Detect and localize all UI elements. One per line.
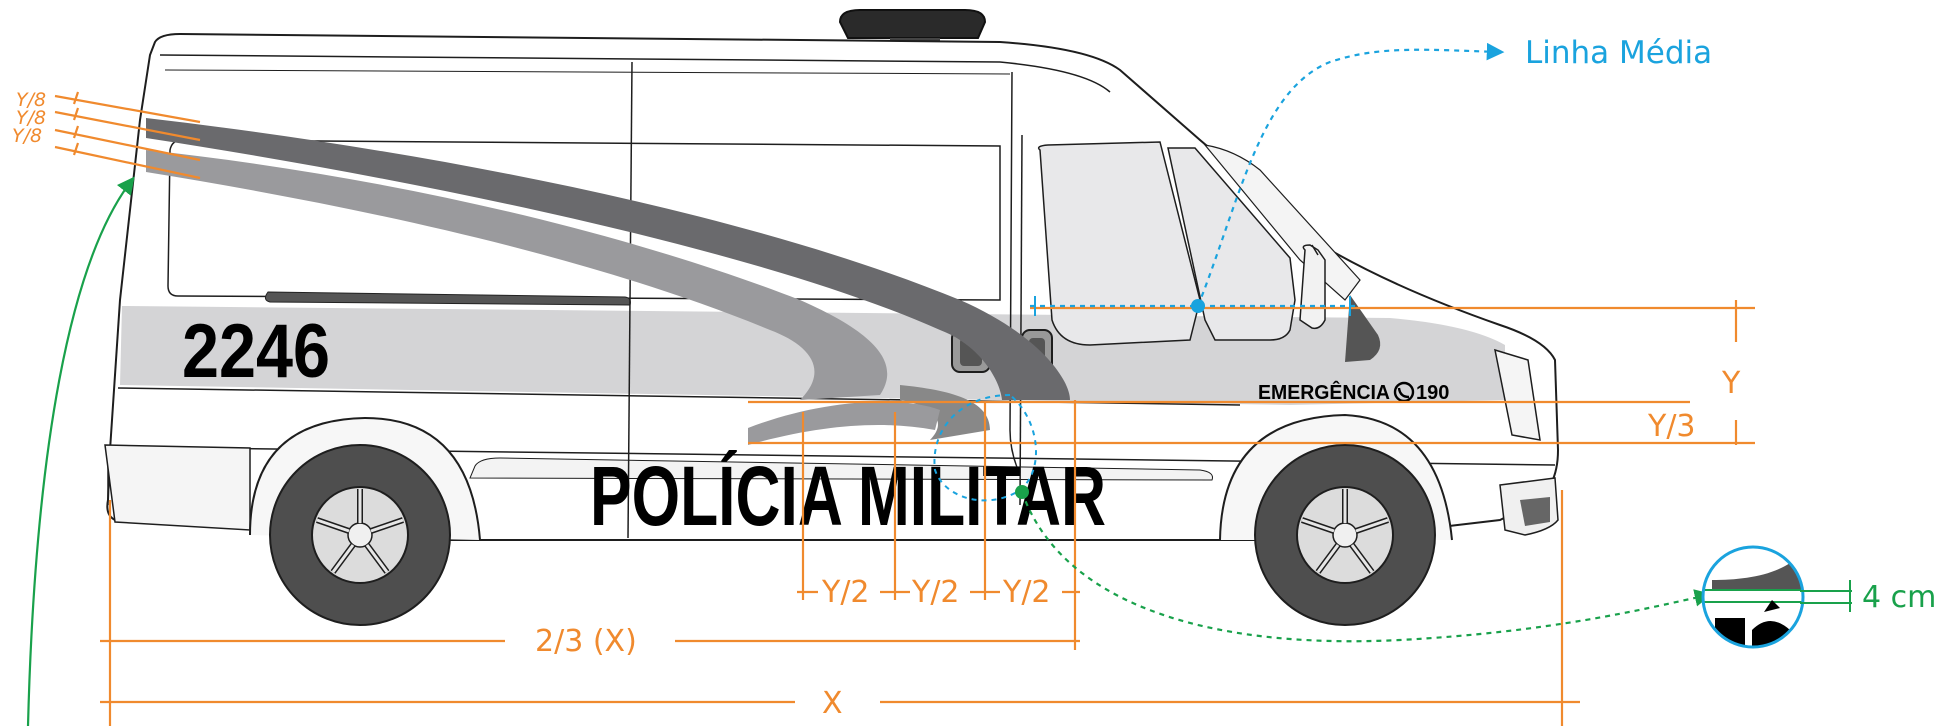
y3-label: Y/3 bbox=[1647, 409, 1696, 444]
y8-label-3: Y/8 bbox=[12, 125, 42, 147]
emergency-number: 190 bbox=[1416, 382, 1449, 404]
green-callouts bbox=[26, 176, 1713, 726]
cab-quarter-window bbox=[1037, 141, 1201, 346]
y8-label-1: Y/8 bbox=[16, 89, 46, 111]
side-text-policia-militar: POLÍCIA MILITAR bbox=[590, 449, 1106, 543]
y8-label-2: Y/8 bbox=[16, 107, 46, 129]
y2-label-1: Y/2 bbox=[821, 575, 870, 610]
roof-light-bar bbox=[838, 9, 987, 39]
rear-wheel bbox=[269, 444, 451, 626]
emergency-text: EMERGÊNCIA bbox=[1258, 380, 1390, 404]
van-body: 2246 EMERGÊNCIA 190 POLÍCIA MILITAR bbox=[104, 9, 1560, 626]
dimension-lines bbox=[54, 91, 1755, 726]
linha-media-callout: Linha Média bbox=[933, 35, 1712, 502]
inset-measure-label: 4 cm bbox=[1862, 580, 1936, 615]
y-label: Y bbox=[1721, 366, 1741, 401]
front-wheel bbox=[1254, 444, 1436, 626]
unit-number: 2246 bbox=[182, 309, 330, 394]
detail-inset: 4 cm bbox=[1701, 545, 1936, 649]
headlight bbox=[1494, 348, 1541, 441]
linha-media-label: Linha Média bbox=[1525, 35, 1712, 71]
side-mirror bbox=[1299, 244, 1326, 330]
y2-label-2: Y/2 bbox=[911, 575, 960, 610]
two-thirds-x-label: 2/3 (X) bbox=[535, 624, 637, 659]
stripe-dark bbox=[146, 118, 1070, 400]
cab-door-window bbox=[1167, 147, 1296, 341]
emergency-label: EMERGÊNCIA 190 bbox=[1258, 380, 1449, 404]
rear-bumper bbox=[104, 444, 251, 531]
x-label: X bbox=[822, 686, 843, 721]
dimension-labels: Y/8 Y/8 Y/8 Y Y/3 Y/2 Y/2 Y/2 2/3 (X) X bbox=[12, 89, 1741, 721]
stripe-mid bbox=[146, 150, 888, 400]
y2-label-3: Y/2 bbox=[1002, 575, 1051, 610]
